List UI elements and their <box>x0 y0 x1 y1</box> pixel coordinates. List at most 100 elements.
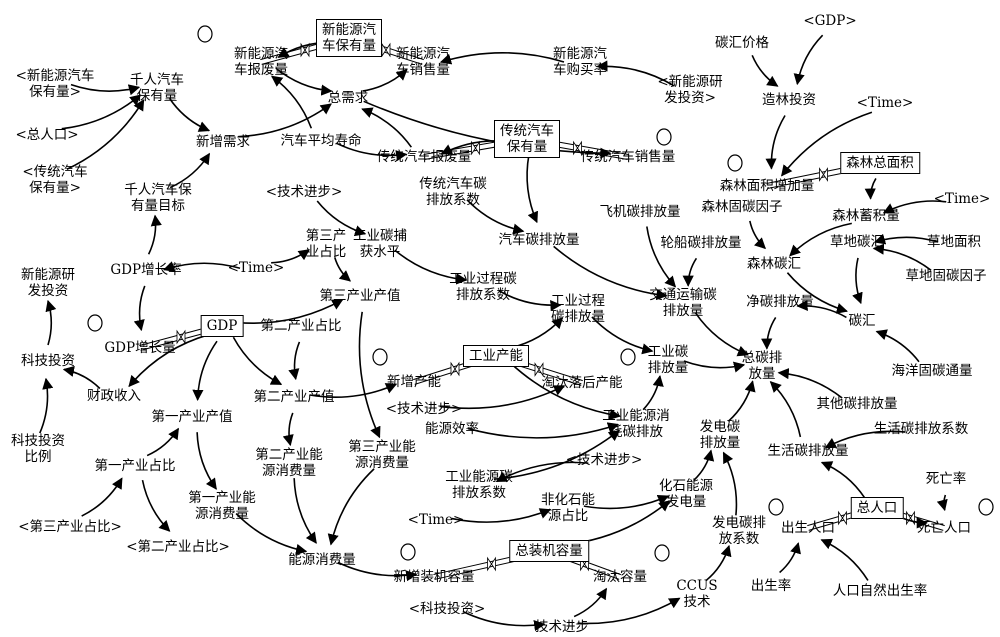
flow-valve-1 <box>381 42 391 58</box>
causal-link-living-ef-to-living-emis <box>824 430 906 449</box>
causal-link-total-demand-to-nev-sales <box>362 69 408 92</box>
causal-link-secondary-value-to-secondary-energy <box>282 412 294 447</box>
causal-link-plane-emis-to-transport-emis <box>646 226 677 288</box>
causal-link-per-k-target-to-new-demand <box>169 152 211 189</box>
variable-elim-installed: 淘汰容量 <box>593 569 647 585</box>
variable-afforest: 造林投资 <box>762 92 816 108</box>
causal-link-ind-proc-emis-to-ind-emis <box>591 316 654 355</box>
causal-link-sh-time-1-to-tertiary-share <box>271 249 310 264</box>
causal-link-secondary-share-to-secondary-value <box>288 341 301 381</box>
causal-link-gdp-to-primary-value <box>192 340 218 402</box>
flow-valve-10 <box>838 510 847 526</box>
variable-energy-eff: 能源效率 <box>425 421 479 437</box>
causal-link-tech-progress-to-elim-installed <box>573 587 608 618</box>
causal-link-sh-tertiary-share-to-primary-share <box>81 477 123 517</box>
variable-per-k-cars: 千人汽车 保有量 <box>130 72 184 104</box>
variable-nev-scrap: 新能源汽 车报废量 <box>234 46 288 78</box>
causal-link-primary-share-to-sh-secondary-share <box>141 479 171 532</box>
cloud-icon <box>400 543 416 561</box>
causal-link-tertiary-energy-to-energy-consumption <box>327 468 375 546</box>
causal-link-gdp-to-fiscal <box>128 333 209 388</box>
stock-total-capacity: 总装机容量 <box>509 540 589 562</box>
causal-link-tech-progress-to-ccus <box>577 597 681 625</box>
stock-total-pop: 总人口 <box>850 497 904 519</box>
variable-fiscal: 财政收入 <box>87 388 141 404</box>
cloud-icon <box>654 544 670 562</box>
variable-forest-sink: 森林碳汇 <box>747 256 801 272</box>
variable-forest-stock: 森林蓄积量 <box>832 208 900 224</box>
variable-tertiary-energy: 第三产业能 源消费量 <box>348 439 416 471</box>
stock-conv-stock: 传统汽车 保有量 <box>494 120 560 158</box>
cloud-icon <box>372 348 388 366</box>
causal-link-nev-buy-rate-to-nev-sales <box>439 51 565 65</box>
causal-link-sh-time-4-to-forest-stock <box>882 200 947 214</box>
variable-car-life: 汽车平均寿命 <box>280 133 362 149</box>
variable-natural-birth-rate: 人口自然出生率 <box>832 583 928 599</box>
causal-link-secondary-energy-to-energy-consumption <box>293 478 317 544</box>
causal-link-ind-capacity-to-ind-energy-emis <box>509 362 621 421</box>
flow-valve-4 <box>176 329 186 345</box>
causal-link-new-demand-to-total-demand <box>238 103 332 138</box>
causal-link-ind-energy-ef-to-ind-energy-emis <box>493 429 621 481</box>
causal-link-fossil-power-to-power-emis <box>693 449 715 481</box>
variable-net-emis: 净碳排放量 <box>746 294 814 310</box>
causal-link-secondary-value-to-new-capacity <box>309 383 398 399</box>
causal-link-gdp-to-tertiary-value <box>237 299 344 324</box>
causal-link-birth-rate-to-births <box>779 542 801 574</box>
variable-transport-emis: 交通运输碳 排放量 <box>649 287 717 319</box>
shadow-var-sh-nev-rd: <新能源研 发投资> <box>657 74 723 106</box>
shadow-var-sh-tech: <技术进步> <box>265 184 343 200</box>
variable-plane-emis: 飞机碳排放量 <box>599 204 681 220</box>
variable-other-emis: 其他碳排放量 <box>816 396 898 412</box>
causal-link-ind-capture-to-ind-proc-ef <box>394 249 468 285</box>
variable-forest-cf: 森林固碳因子 <box>701 199 783 215</box>
shadow-var-sh-nev-stock: <新能源汽车 保有量> <box>15 68 95 100</box>
causal-link-tertiary-share-to-tertiary-value <box>333 257 352 282</box>
variable-birth-rate: 出生率 <box>750 578 792 594</box>
causal-link-conv-stock-to-car-emis <box>526 154 539 224</box>
variable-elim-capacity: 淘汰落后产能 <box>541 375 623 391</box>
causal-link-gdp-to-secondary-value <box>232 336 283 386</box>
variable-tech-invest: 科技投资 <box>21 353 75 369</box>
variable-power-emis: 发电碳 排放量 <box>699 419 741 451</box>
variable-ind-capture: 工业碳捕 获水平 <box>353 228 407 260</box>
causal-link-forest-cf-to-forest-sink <box>749 220 766 250</box>
causal-link-other-emis-to-total-emis <box>777 368 843 399</box>
variable-primary-share: 第一产业占比 <box>94 458 176 474</box>
cloud-icon <box>87 314 103 332</box>
variable-tertiary-share: 第三产 业占比 <box>305 228 347 260</box>
causal-link-forest-sink-to-carbon-sink <box>786 272 848 314</box>
variable-tech-invest-ratio: 科技投资 比例 <box>11 433 65 465</box>
causal-link-forest-stock-to-forest-sink <box>789 222 852 257</box>
cloud-icon <box>978 498 994 516</box>
variable-non-fossil-share: 非化石能 源占比 <box>541 492 595 524</box>
causal-link-transport-emis-to-total-emis <box>694 312 749 357</box>
variable-living-emis: 生活碳排放量 <box>767 443 849 459</box>
causal-link-afforest-to-forest-increase <box>765 115 786 170</box>
variable-secondary-energy: 第二产业能 源消费量 <box>255 447 323 479</box>
stock-gdp: GDP <box>200 315 244 337</box>
shadow-var-sh-conv-stock: <传统汽车 保有量> <box>22 164 88 196</box>
causal-link-sh-tech-2-to-elim-capacity <box>439 385 566 410</box>
causal-link-car-life-to-conv-scrap <box>336 142 408 162</box>
causal-link-sh-time-3-to-forest-increase <box>781 111 873 177</box>
causal-link-primary-share-to-primary-value <box>146 427 180 457</box>
variable-grass-area: 草地面积 <box>927 234 981 250</box>
causal-link-sh-nev-stock-to-per-k-cars <box>70 83 141 96</box>
variable-deaths: 死亡人口 <box>917 520 971 536</box>
shadow-var-sh-time-3: <Time> <box>856 95 914 111</box>
causal-link-ind-energy-emis-to-ind-emis <box>642 374 664 411</box>
variable-grass-cf: 草地固碳因子 <box>905 268 987 284</box>
shadow-var-sh-gdp: <GDP> <box>803 13 857 29</box>
causal-link-sh-pop-to-per-k-cars <box>61 94 142 130</box>
variable-new-demand: 新增需求 <box>196 134 250 150</box>
causal-link-gdp-growth-rate-to-gdp-growth <box>133 285 146 332</box>
stock-nev-stock: 新能源汽 车保有量 <box>316 19 382 57</box>
shadow-var-sh-tertiary-share: <第三产业占比> <box>18 519 122 535</box>
flow-valve-7 <box>487 556 496 572</box>
causal-link-power-emis-to-total-emis <box>727 380 756 422</box>
cloud-icon <box>656 128 672 146</box>
causal-link-car-life-to-nev-scrap <box>270 75 313 129</box>
cloud-icon <box>768 498 784 516</box>
